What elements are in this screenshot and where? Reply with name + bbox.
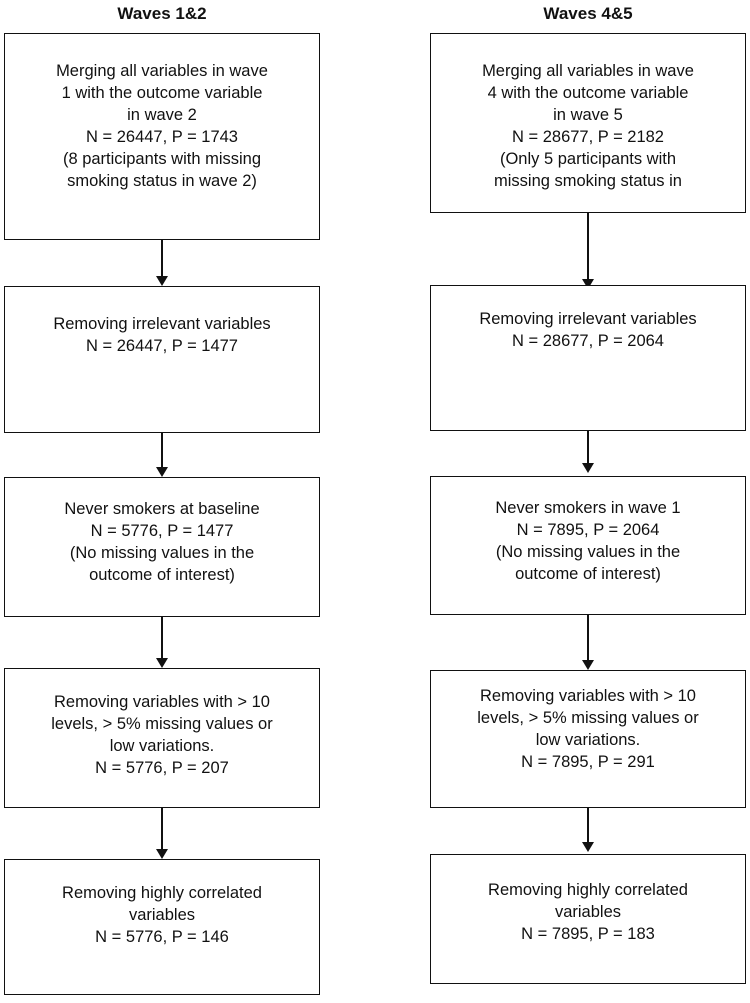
right-step-filter-variables-line: low variations. <box>535 731 641 749</box>
left-step-merge-line: (8 participants with missing <box>62 150 262 168</box>
right-step-irrelevant-line: Removing irrelevant variables <box>479 310 697 328</box>
right-step-never-smokers-line: (No missing values in the <box>495 543 681 561</box>
left-step-filter-variables-box: Removing variables with > 10 levels, > 5… <box>4 668 320 808</box>
right-step-never-smokers-line: Never smokers in wave 1 <box>495 499 681 517</box>
left-step-merge-line: smoking status in wave 2) <box>67 172 257 190</box>
left-step-correlated-box: Removing highly correlated variables N =… <box>4 859 320 995</box>
left-step-never-smokers-line: Never smokers at baseline <box>64 500 260 518</box>
right-step-filter-variables-count: N = 7895, P = 291 <box>521 753 655 771</box>
left-step-irrelevant-box: Removing irrelevant variables N = 26447,… <box>4 286 320 433</box>
left-column-title: Waves 1&2 <box>117 4 207 23</box>
right-step-filter-variables-line: Removing variables with > 10 <box>480 687 696 705</box>
left-step-irrelevant-line: Removing irrelevant variables <box>53 315 271 333</box>
left-step-merge-line: 1 with the outcome variable <box>61 84 263 102</box>
left-step-filter-variables-line: levels, > 5% missing values or <box>51 715 273 733</box>
right-step-correlated-line: variables <box>554 903 622 921</box>
left-step-filter-variables-count: N = 5776, P = 207 <box>95 759 229 777</box>
right-step-merge-line: missing smoking status in <box>494 172 682 190</box>
right-step-filter-variables-box: Removing variables with > 10 levels, > 5… <box>430 670 746 808</box>
right-step-merge-box: Merging all variables in wave 4 with the… <box>430 33 746 213</box>
left-step-merge-box: Merging all variables in wave 1 with the… <box>4 33 320 240</box>
right-step-merge-line: (Only 5 participants with <box>499 150 677 168</box>
right-step-merge-line: 4 with the outcome variable <box>487 84 689 102</box>
right-step-irrelevant-box: Removing irrelevant variables N = 28677,… <box>430 285 746 431</box>
left-step-never-smokers-count: N = 5776, P = 1477 <box>90 522 234 540</box>
right-step-correlated-count: N = 7895, P = 183 <box>521 925 655 943</box>
right-step-merge-line: in wave 5 <box>553 106 623 124</box>
left-step-filter-variables-line: low variations. <box>109 737 215 755</box>
right-step-correlated-line: Removing highly correlated <box>488 881 688 899</box>
left-step-correlated-line: variables <box>128 906 196 924</box>
left-step-merge-line: Merging all variables in wave <box>56 62 268 80</box>
left-step-never-smokers-line: outcome of interest) <box>89 566 235 584</box>
left-step-merge-line: in wave 2 <box>127 106 197 124</box>
left-step-correlated-line: Removing highly correlated <box>62 884 262 902</box>
left-step-filter-variables-line: Removing variables with > 10 <box>54 693 270 711</box>
left-step-correlated-count: N = 5776, P = 146 <box>95 928 229 946</box>
right-column-title: Waves 4&5 <box>543 4 633 23</box>
right-step-merge-count: N = 28677, P = 2182 <box>512 128 664 146</box>
right-step-filter-variables-line: levels, > 5% missing values or <box>477 709 699 727</box>
left-step-never-smokers-box: Never smokers at baseline N = 5776, P = … <box>4 477 320 617</box>
right-step-never-smokers-count: N = 7895, P = 2064 <box>516 521 660 539</box>
right-step-never-smokers-box: Never smokers in wave 1 N = 7895, P = 20… <box>430 476 746 615</box>
right-step-irrelevant-count: N = 28677, P = 2064 <box>512 332 664 350</box>
left-step-merge-count: N = 26447, P = 1743 <box>86 128 238 146</box>
right-step-merge-line: Merging all variables in wave <box>482 62 694 80</box>
right-step-correlated-box: Removing highly correlated variables N =… <box>430 854 746 984</box>
left-step-never-smokers-line: (No missing values in the <box>69 544 255 562</box>
right-step-never-smokers-line: outcome of interest) <box>515 565 661 583</box>
left-step-irrelevant-count: N = 26447, P = 1477 <box>86 337 238 355</box>
